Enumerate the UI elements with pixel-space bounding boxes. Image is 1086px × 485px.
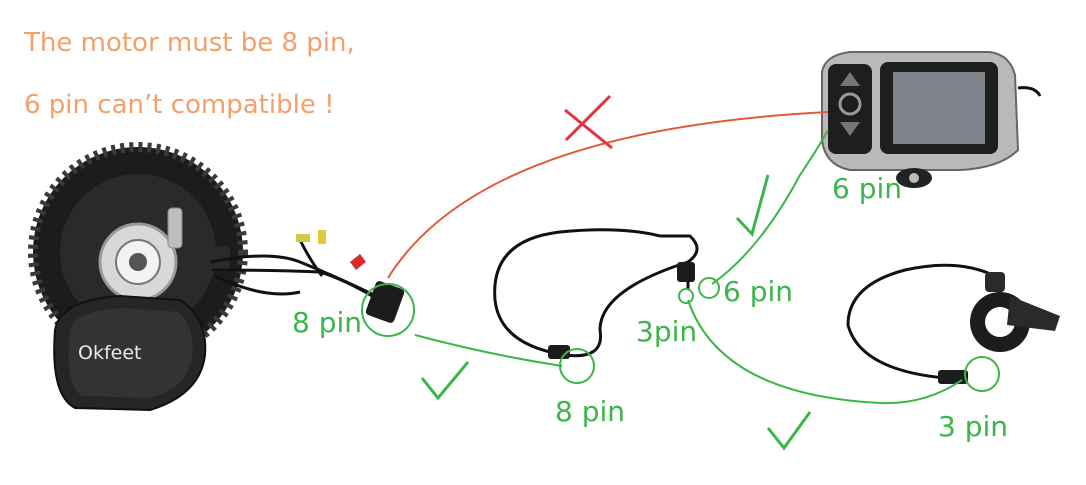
motor-connector-circle (361, 283, 415, 337)
up-arrow-icon (840, 72, 860, 86)
checkmark-icon (735, 174, 770, 237)
motor-connector-label: 8 pin (292, 306, 363, 339)
motor-8pin-connector (365, 281, 405, 323)
extension-connector-label: 8 pin (555, 395, 626, 428)
splitter-to-throttle-line (687, 299, 963, 405)
splitter-throttle-branch-label: 3pin (636, 315, 698, 348)
mid-drive-motor (28, 142, 248, 412)
motor-wires (209, 239, 381, 300)
checkmark-icon (766, 411, 812, 451)
checkmark-icon (420, 361, 470, 401)
requirement-note-line-2: 6 pin can’t compatible ! (24, 90, 335, 120)
requirement-note-line-1: The motor must be 8 pin, (24, 28, 355, 58)
motor-to-extension-line (414, 334, 563, 367)
power-icon (838, 92, 862, 116)
splitter-display-branch-label: 6 pin (723, 275, 794, 308)
motor-brand-logo: Okfeet (78, 342, 142, 364)
down-arrow-icon (840, 122, 860, 136)
incompatible-6pin-line (387, 111, 829, 279)
lcd-screen (893, 72, 985, 144)
cross-mark-icon (564, 94, 613, 150)
splitter-6pin-circle (698, 277, 720, 299)
splitter-3pin-circle (678, 288, 694, 304)
throttle-connector-label: 3 pin (938, 410, 1009, 443)
extension-connector-circle (559, 348, 595, 384)
splitter-to-display-line (711, 129, 829, 285)
display-connector-label: 6 pin (832, 172, 903, 205)
thumb-throttle (846, 263, 1060, 384)
button-pad (828, 64, 872, 154)
throttle-connector-circle (964, 356, 1000, 392)
lcd-display (821, 51, 1042, 188)
